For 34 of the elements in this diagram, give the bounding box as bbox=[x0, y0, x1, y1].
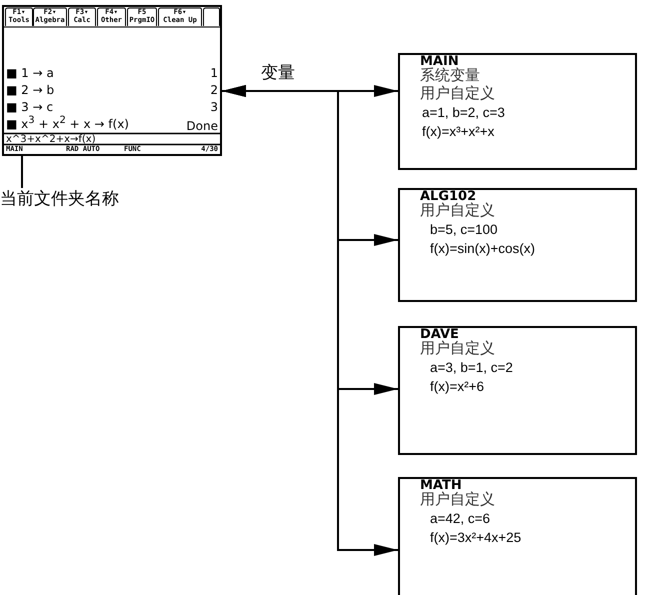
folder-box bbox=[398, 53, 637, 170]
command-line: ■ 3 → c bbox=[6, 101, 54, 113]
edge-label: 变量 bbox=[260, 64, 296, 83]
variable-text: f(x)=x²+6 bbox=[430, 380, 484, 394]
folder-name: MAIN bbox=[420, 55, 459, 68]
category-text: 用户自定义 bbox=[420, 203, 495, 218]
command-line: ■ 1 → a bbox=[6, 67, 55, 79]
command-line: ■ 2 → b bbox=[6, 84, 56, 96]
result-value: 1 bbox=[209, 67, 218, 79]
result-value: Done bbox=[185, 120, 218, 132]
folder-name: DAVE bbox=[420, 328, 459, 341]
leader-line bbox=[21, 156, 23, 188]
folder-name: MATH bbox=[420, 479, 462, 492]
entry-line-text: x^3+x^2+x→f(x) bbox=[6, 135, 97, 145]
folder-name: ALG102 bbox=[420, 190, 476, 203]
folder-box bbox=[398, 188, 637, 302]
variable-text: a=42, c=6 bbox=[430, 512, 490, 526]
category-text: 用户自定义 bbox=[420, 492, 495, 507]
category-text: 用户自定义 bbox=[420, 86, 495, 101]
folder-name-caption: 当前文件夹名称 bbox=[0, 188, 170, 210]
result-value: 3 bbox=[209, 101, 218, 113]
folder-box bbox=[398, 477, 637, 595]
variable-text: b=5, c=100 bbox=[430, 223, 498, 236]
variable-text: f(x)=x³+x²+x bbox=[422, 125, 494, 138]
category-text: 用户自定义 bbox=[420, 341, 495, 356]
result-value: 2 bbox=[209, 84, 218, 96]
variable-text: a=1, b=2, c=3 bbox=[422, 106, 505, 120]
command-line: ■ x$^{3}$ + x$^{2}$ + x → f(x) bbox=[6, 116, 130, 130]
folder-box bbox=[398, 326, 637, 455]
category-text: 系统变量 bbox=[420, 68, 480, 83]
calculator-screen bbox=[2, 5, 222, 156]
variable-text: a=3, b=1, c=2 bbox=[430, 361, 513, 374]
variable-text: f(x)=sin(x)+cos(x) bbox=[430, 242, 536, 256]
variable-text: f(x)=3x²+4x+25 bbox=[430, 531, 522, 544]
